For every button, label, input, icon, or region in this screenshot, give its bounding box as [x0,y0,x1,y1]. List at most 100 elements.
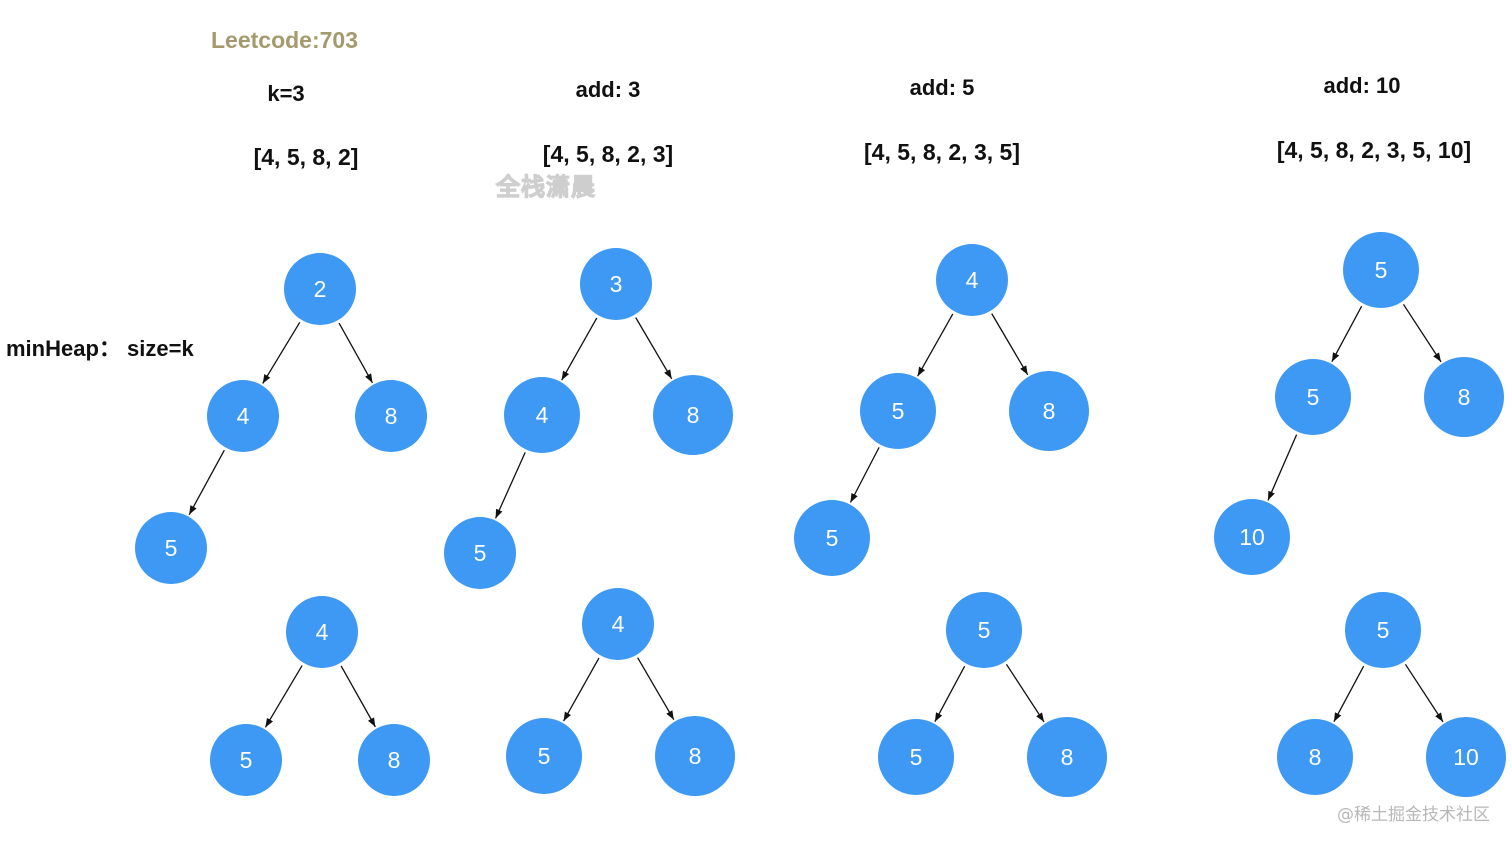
heap-node-after-3-r: 5 [946,592,1022,668]
node-circle [1214,499,1290,575]
node-label: 8 [385,403,398,429]
min-heap-size-label: minHeap： size=k [6,336,194,361]
node-label: 8 [1309,744,1322,770]
heap-node-before-3-b: 8 [1009,371,1089,451]
node-circle [284,253,356,325]
node-label: 3 [610,271,623,297]
edge-before-4-a-c [1267,434,1298,501]
node-circle [504,377,580,453]
node-label: 8 [388,747,401,773]
node-circle [1027,717,1107,797]
heap-node-after-2-r: 4 [582,588,654,660]
step-label-1: k=3 [267,81,305,106]
heap-node-after-1-a: 5 [210,724,282,796]
step-label-4: add: 10 [1323,73,1401,98]
node-circle [1009,371,1089,451]
edge-after-3-r-b [1005,663,1045,723]
node-circle [1275,359,1351,435]
node-label: 5 [474,540,487,566]
node-label: 8 [1458,384,1471,410]
node-circle [946,592,1022,668]
edge-before-2-r-b [635,317,673,380]
node-label: 8 [1061,744,1074,770]
heap-node-before-2-c: 5 [444,517,516,589]
node-circle [1345,592,1421,668]
edge-before-2-a-c [494,452,526,519]
node-circle [878,719,954,795]
node-circle [207,380,279,452]
footer-credit: @稀土掘金技术社区 [1337,805,1490,825]
node-label: 4 [536,402,549,428]
edge-before-1-a-c [188,449,225,515]
heap-node-before-1-b: 8 [355,380,427,452]
node-label: 5 [538,743,551,769]
node-circle [1343,232,1419,308]
node-label: 10 [1453,744,1479,770]
edge-after-1-r-a [264,665,303,728]
edge-after-2-r-a [562,657,600,722]
node-label: 4 [237,403,250,429]
heap-node-after-4-r: 5 [1345,592,1421,668]
heap-node-before-1-a: 4 [207,380,279,452]
step-label-3: add: 5 [909,75,975,100]
node-circle [358,724,430,796]
node-circle [135,512,207,584]
node-circle [286,596,358,668]
node-label: 8 [689,743,702,769]
heap-node-after-2-b: 8 [655,716,735,796]
edge-before-3-a-c [849,447,880,503]
heap-node-before-2-a: 4 [504,377,580,453]
node-label: 10 [1239,524,1265,550]
node-circle [653,375,733,455]
heap-node-after-3-a: 5 [878,719,954,795]
node-circle [1277,719,1353,795]
node-circle [794,500,870,576]
edge-before-4-r-b [1402,303,1442,363]
heap-node-before-4-c: 10 [1214,499,1290,575]
edge-before-3-r-a [917,313,954,377]
node-circle [355,380,427,452]
node-label: 5 [240,747,253,773]
heap-node-before-4-r: 5 [1343,232,1419,308]
node-circle [1426,717,1506,797]
edge-after-1-r-b [340,665,376,728]
heap-node-after-3-b: 8 [1027,717,1107,797]
node-label: 4 [316,619,329,645]
heap-node-before-3-r: 4 [936,244,1008,316]
node-label: 4 [612,611,625,637]
heap-node-before-3-a: 5 [860,373,936,449]
edge-before-1-r-b [338,322,374,384]
edge-after-3-r-a [934,665,966,723]
node-label: 5 [1307,384,1320,410]
array-label-1: [4, 5, 8, 2] [253,144,359,170]
heap-node-before-1-r: 2 [284,253,356,325]
edge-before-4-r-a [1331,305,1363,363]
node-circle [506,718,582,794]
edge-after-4-r-a [1333,665,1365,723]
edge-after-4-r-b [1404,663,1444,723]
node-label: 5 [165,535,178,561]
node-label: 5 [978,617,991,643]
node-circle [582,588,654,660]
node-label: 5 [826,525,839,551]
heap-node-before-4-a: 5 [1275,359,1351,435]
heap-node-before-2-b: 8 [653,375,733,455]
node-label: 5 [910,744,923,770]
node-circle [936,244,1008,316]
edge-before-1-r-a [262,322,301,384]
heap-node-before-2-r: 3 [580,248,652,320]
page-title: Leetcode:703 [211,27,359,53]
heap-node-after-2-a: 5 [506,718,582,794]
node-label: 4 [966,267,979,293]
heap-node-before-4-b: 8 [1424,357,1504,437]
node-circle [655,716,735,796]
node-circle [580,248,652,320]
node-label: 8 [687,402,700,428]
array-label-4: [4, 5, 8, 2, 3, 5, 10] [1276,137,1472,163]
node-circle [444,517,516,589]
heap-node-after-1-b: 8 [358,724,430,796]
node-circle [1424,357,1504,437]
heap-node-after-1-r: 4 [286,596,358,668]
edge-after-2-r-b [637,657,675,721]
